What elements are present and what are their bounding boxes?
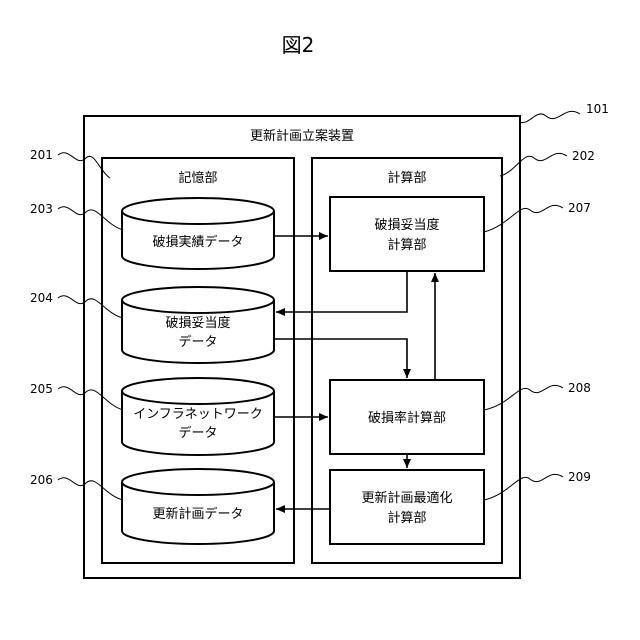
device-label: 更新計画立案装置	[250, 128, 354, 144]
db-damage-validity: 破損妥当度 データ	[122, 287, 274, 363]
calc-plan-optimization: 更新計画最適化 計算部	[330, 470, 484, 544]
db-damage-validity-label-1: 破損妥当度	[165, 315, 230, 331]
ref-208: 208	[568, 381, 591, 395]
ref-209: 209	[568, 470, 591, 484]
ref-201: 201	[30, 148, 53, 162]
leader-101	[519, 111, 580, 122]
ref-205: 205	[30, 382, 53, 396]
db-update-plan: 更新計画データ	[122, 469, 274, 544]
calc-damage-validity-label-1: 破損妥当度	[374, 217, 439, 233]
db-damage-history-label: 破損実績データ	[152, 234, 243, 250]
calc-damage-validity-label-2: 計算部	[387, 237, 426, 253]
db-damage-validity-label-2: データ	[178, 334, 217, 350]
compute-label: 計算部	[387, 170, 426, 186]
db-update-plan-label: 更新計画データ	[152, 506, 243, 522]
figure-title: 図2	[282, 33, 315, 57]
ref-207: 207	[568, 201, 591, 215]
ref-204: 204	[30, 291, 53, 305]
db-infra-network-label-2: データ	[178, 425, 217, 441]
db-damage-history: 破損実績データ	[122, 198, 274, 269]
calc-damage-rate-label: 破損率計算部	[368, 410, 446, 426]
calc-damage-rate: 破損率計算部	[330, 380, 484, 454]
storage-label: 記憶部	[178, 170, 217, 186]
ref-203: 203	[30, 202, 53, 216]
ref-202: 202	[572, 149, 595, 163]
db-infra-network: インフラネットワーク データ	[122, 378, 274, 455]
db-infra-network-label-1: インフラネットワーク	[133, 407, 263, 422]
ref-206: 206	[30, 473, 53, 487]
calc-plan-optimization-label-1: 更新計画最適化	[361, 490, 452, 506]
ref-101: 101	[586, 102, 609, 116]
calc-damage-validity: 破損妥当度 計算部	[330, 197, 484, 271]
calc-plan-optimization-label-2: 計算部	[387, 510, 426, 526]
